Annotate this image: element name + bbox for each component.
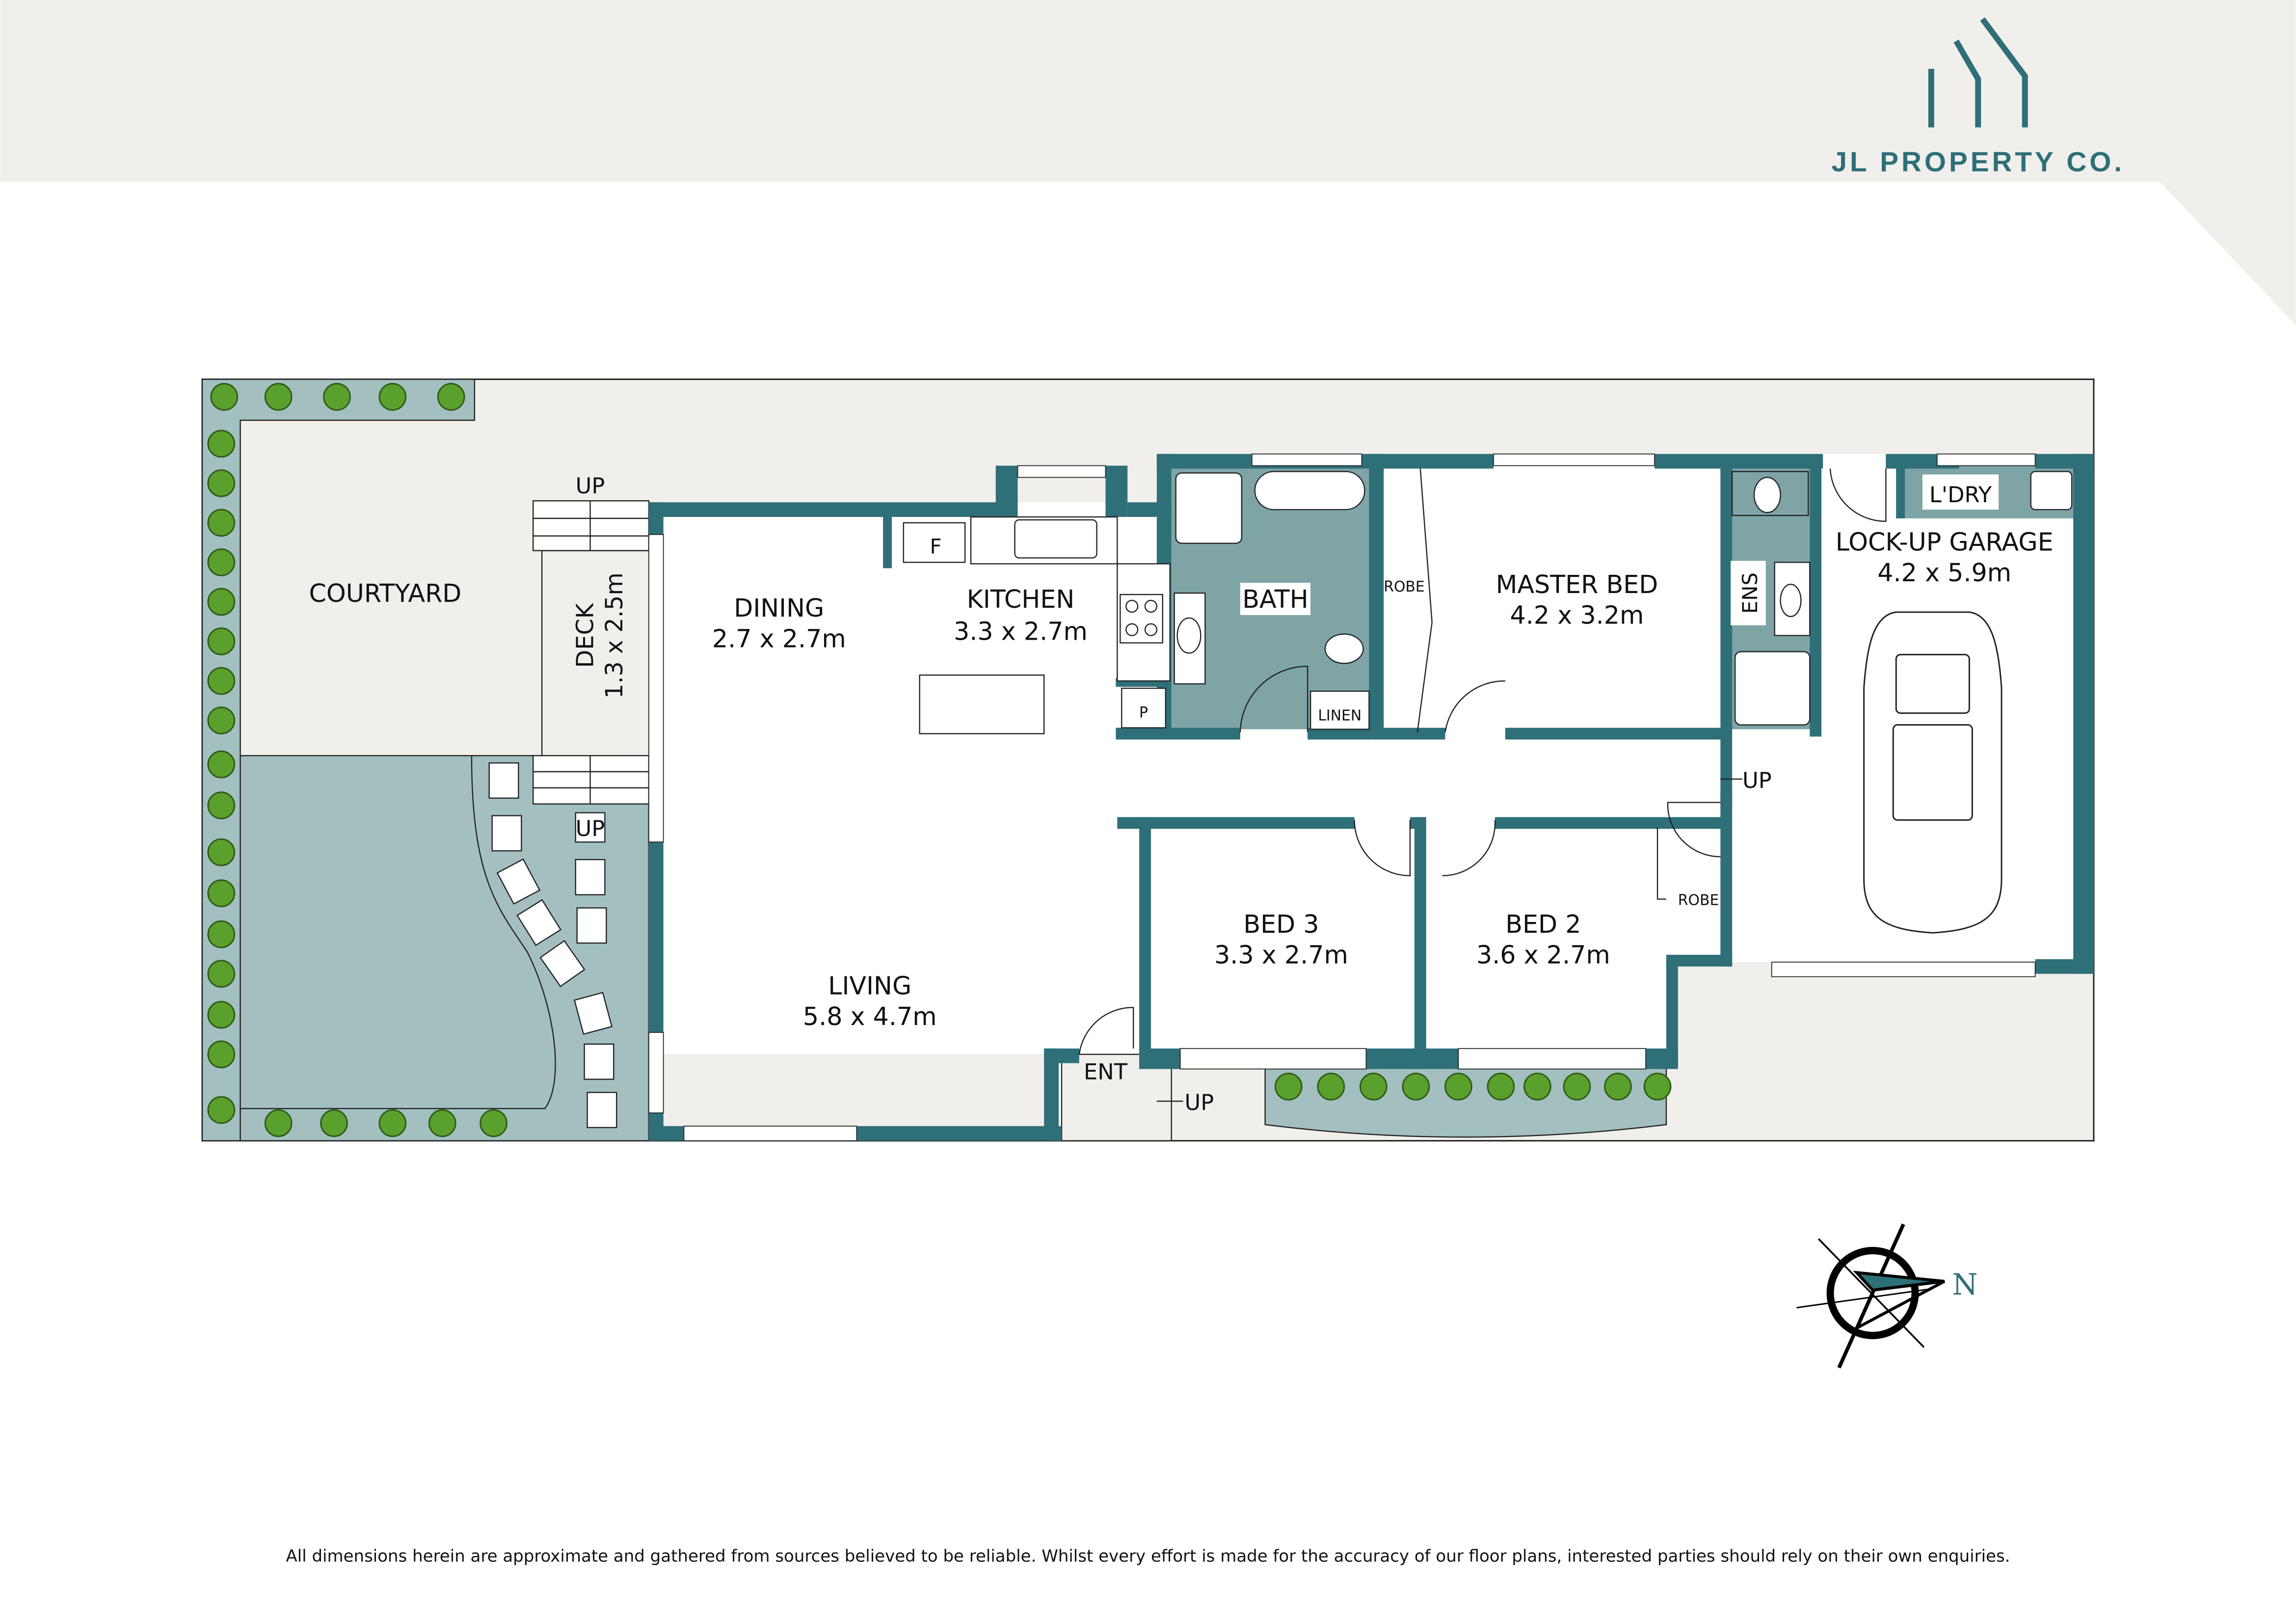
header-band bbox=[0, 0, 2296, 325]
linen-label: LINEN bbox=[1318, 707, 1362, 725]
garden-path-edge bbox=[240, 756, 556, 1110]
laundry-label: L'DRY bbox=[1929, 482, 1992, 508]
deck-stairs bbox=[533, 500, 650, 805]
laundry-tub-icon bbox=[2030, 471, 2073, 511]
ensuite-toilet-icon bbox=[1753, 477, 1781, 514]
garage-up-label: UP bbox=[1742, 767, 1772, 793]
stepping-stones bbox=[488, 762, 617, 1129]
deck-label: DECK bbox=[572, 602, 599, 668]
kitchen-size: 3.3 x 2.7m bbox=[954, 617, 1088, 646]
bed3-size: 3.3 x 2.7m bbox=[1214, 941, 1348, 970]
master-bed-label: MASTER BED bbox=[1496, 570, 1658, 599]
basin-icon bbox=[1176, 617, 1201, 654]
building-lines-logo-icon bbox=[1928, 17, 2028, 128]
pantry bbox=[1121, 687, 1166, 729]
linen-cupboard bbox=[1309, 690, 1370, 730]
dining-label: DINING bbox=[734, 594, 824, 623]
entry-label: ENT bbox=[1084, 1058, 1128, 1084]
ldry-label-bg bbox=[1922, 474, 1999, 510]
kitchen-fixtures bbox=[903, 516, 1171, 734]
living-size: 5.8 x 4.7m bbox=[803, 1002, 937, 1031]
bed2-size: 3.6 x 2.7m bbox=[1476, 941, 1610, 970]
robe-doors bbox=[1416, 468, 1666, 900]
master-bed-size: 4.2 x 3.2m bbox=[1510, 601, 1644, 630]
ensuite-toilet-area bbox=[1731, 471, 1809, 516]
robe-bed2-label: ROBE bbox=[1678, 892, 1719, 909]
deck-size: 1.3 x 2.5m bbox=[601, 572, 628, 699]
brand-name: JL PROPERTY CO. bbox=[1832, 147, 2125, 178]
ens-label-bg bbox=[1731, 561, 1766, 625]
entry-up-label: UP bbox=[1185, 1089, 1214, 1115]
deck-top-up-label: UP bbox=[576, 473, 605, 499]
up-label-box bbox=[575, 812, 606, 843]
bath-label-bg bbox=[1240, 583, 1311, 615]
sink-icon bbox=[1014, 519, 1097, 559]
north-label: N bbox=[1952, 1268, 1977, 1302]
fridge-label: F bbox=[930, 535, 941, 559]
kitchen-island bbox=[919, 674, 1045, 734]
bathtub-icon bbox=[1254, 471, 1365, 511]
compass-icon: N bbox=[1796, 1223, 1978, 1369]
shower-icon bbox=[1175, 472, 1243, 544]
bath-fixtures bbox=[1174, 471, 2073, 730]
toilet-icon bbox=[1324, 633, 1364, 664]
garage-size: 4.2 x 5.9m bbox=[1877, 558, 2011, 587]
deck-bottom-up-label: UP bbox=[576, 815, 605, 841]
disclaimer: All dimensions herein are approximate an… bbox=[286, 1546, 2010, 1566]
robe-master-label: ROBE bbox=[1384, 578, 1424, 595]
living-label: LIVING bbox=[828, 971, 911, 1000]
bed3-label: BED 3 bbox=[1243, 910, 1319, 939]
car-icon bbox=[1863, 611, 2002, 934]
kitchen-label: KITCHEN bbox=[967, 585, 1075, 614]
ensuite-label: ENS bbox=[1738, 572, 1762, 614]
door-swings bbox=[1078, 468, 1887, 1055]
windows bbox=[648, 453, 2036, 1141]
garage-label: LOCK-UP GARAGE bbox=[1836, 528, 2054, 557]
up-arrow-icons bbox=[1156, 778, 1743, 1102]
bed2-label: BED 2 bbox=[1505, 910, 1581, 939]
courtyard-label: COURTYARD bbox=[309, 579, 462, 608]
pantry-label: P bbox=[1139, 704, 1148, 722]
ensuite-shower-icon bbox=[1734, 651, 1811, 726]
cooktop-icon bbox=[1120, 594, 1164, 644]
dining-size: 2.7 x 2.7m bbox=[712, 624, 846, 653]
tree-icons bbox=[207, 383, 1672, 1137]
bath-label: BATH bbox=[1242, 585, 1308, 614]
